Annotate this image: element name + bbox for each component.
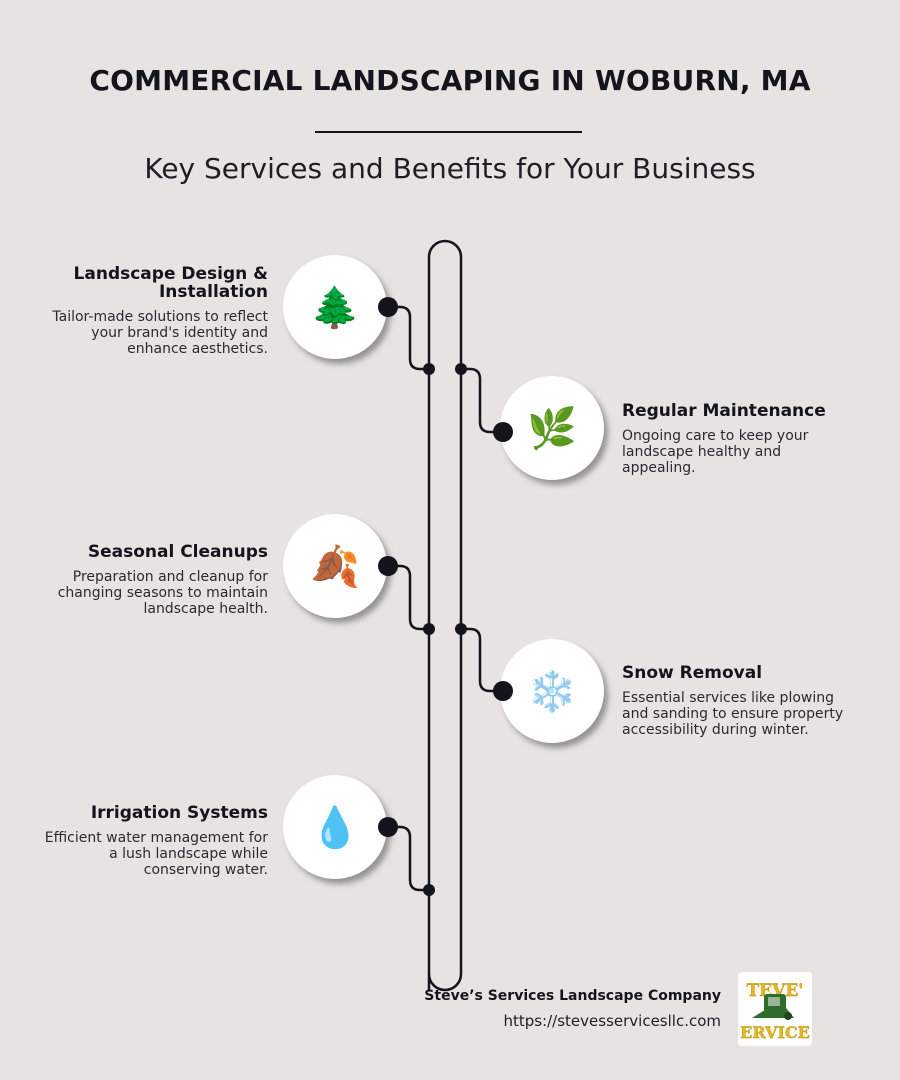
service-title: Seasonal Cleanups [87, 542, 268, 562]
service-description: Preparation and cleanup for changing sea… [57, 569, 268, 617]
snowflake-icon: ❄️ [527, 668, 577, 715]
service-description: Ongoing care to keep your landscape heal… [622, 428, 809, 476]
company-logo: TEVE' ERVICE [738, 972, 812, 1046]
evergreen-tree-icon: 🌲 [310, 284, 360, 331]
service-icon-circle: 💧 [283, 775, 387, 879]
page-title: COMMERCIAL LANDSCAPING IN WOBURN, MA [89, 64, 811, 97]
service-title: Landscape Design & Installation [73, 264, 268, 302]
company-name: Steve’s Services Landscape Company [424, 988, 721, 1004]
service-title: Snow Removal [622, 663, 763, 683]
svg-text:TEVE': TEVE' [747, 981, 804, 1001]
svg-text:ERVICE: ERVICE [740, 1023, 810, 1042]
service-landscape-design: Landscape Design & Installation Tailor-m… [40, 265, 268, 357]
company-url[interactable]: https://stevesservicesllc.com [503, 1012, 721, 1030]
service-icon-circle: ❄️ [500, 639, 604, 743]
service-icon-circle: 🍂 [283, 514, 387, 618]
service-snow-removal: Snow Removal Essential services like plo… [622, 664, 847, 738]
service-icon-circle: 🌿 [500, 376, 604, 480]
water-drop-icon: 💧 [310, 804, 360, 851]
service-description: Efficient water management for a lush la… [44, 830, 268, 878]
service-description: Essential services like plowing and sand… [622, 690, 844, 738]
fallen-leaves-icon: 🍂 [310, 543, 360, 590]
service-title: Irrigation Systems [90, 803, 268, 823]
service-regular-maintenance: Regular Maintenance Ongoing care to keep… [622, 402, 847, 476]
service-icon-circle: 🌲 [283, 255, 387, 359]
service-title: Regular Maintenance [622, 401, 826, 421]
page-subtitle: Key Services and Benefits for Your Busin… [144, 152, 756, 185]
herb-leaf-icon: 🌿 [527, 405, 577, 452]
service-irrigation-systems: Irrigation Systems Efficient water manag… [40, 804, 268, 878]
service-description: Tailor-made solutions to reflect your br… [52, 309, 268, 357]
service-seasonal-cleanups: Seasonal Cleanups Preparation and cleanu… [40, 543, 268, 617]
title-divider [315, 131, 582, 133]
